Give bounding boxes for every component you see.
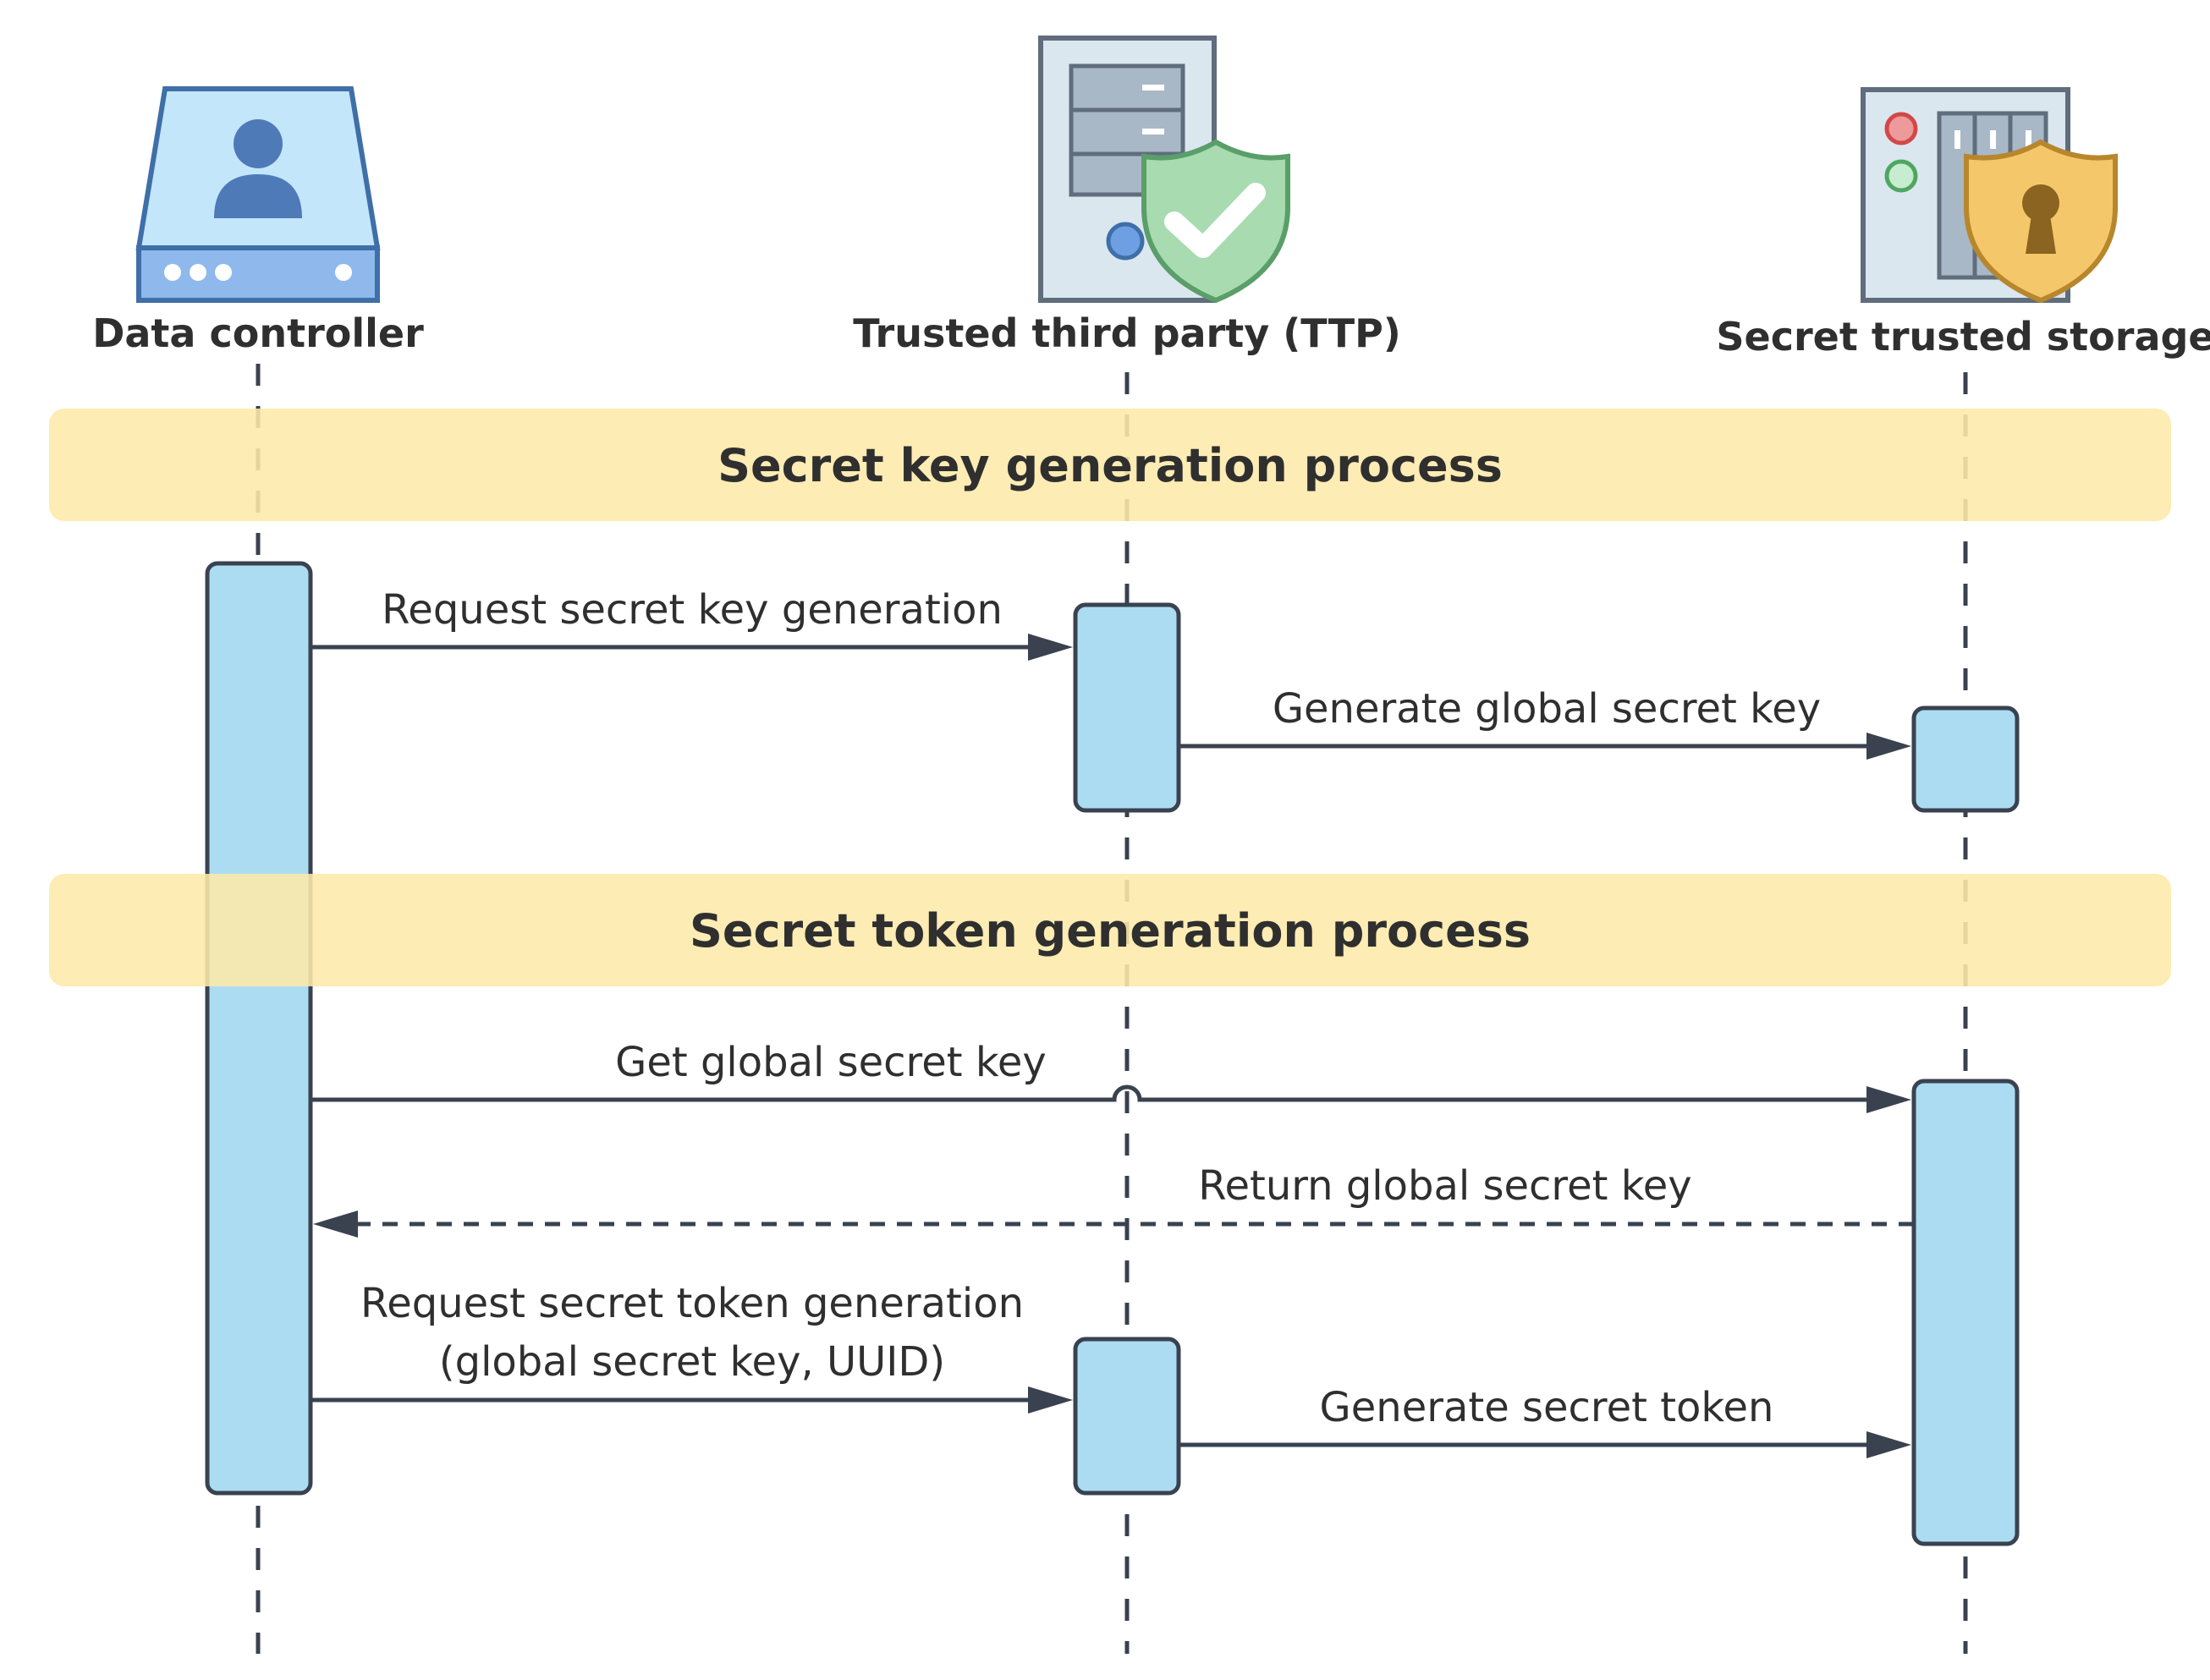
message-generate-secret-token: Generate secret token (1179, 1384, 1911, 1458)
message-request-secret-key: Request secret key generation (311, 586, 1073, 661)
message-get-global-secret-key: Get global secret key (311, 1039, 1911, 1113)
activation-ttp-2 (1073, 1337, 1181, 1496)
activation-storage-2 (1911, 1079, 2020, 1546)
phase-band-key-generation (49, 409, 2171, 521)
phase-label-token-generation: Secret token generation process (690, 904, 1531, 958)
actor-label-trusted-third-party: Trusted third party (TTP) (853, 310, 1401, 356)
arrow-head (1866, 1431, 1911, 1458)
message-label-line-2: (global secret key, UUID) (439, 1338, 945, 1386)
user-database-icon (135, 86, 381, 303)
arrow-head (1028, 634, 1073, 661)
message-label: Request secret key generation (382, 586, 1003, 634)
phase-band-token-generation (49, 874, 2171, 986)
phase-label-key-generation: Secret key generation process (717, 439, 1503, 492)
activation-data-controller (205, 561, 313, 1496)
message-label: Get global secret key (615, 1039, 1047, 1086)
message-label: Return global secret key (1198, 1162, 1691, 1210)
storage-lock-icon (1861, 87, 2118, 304)
message-return-global-secret-key: Return global secret key (313, 1162, 1914, 1238)
message-label: Generate secret token (1320, 1384, 1774, 1431)
arrow-head (313, 1211, 358, 1238)
message-generate-global-secret-key: Generate global secret key (1179, 685, 1911, 760)
message-request-secret-token: Request secret token generation (global … (311, 1280, 1073, 1414)
message-label-line-1: Request secret token generation (360, 1280, 1024, 1327)
arrow-head (1866, 733, 1911, 760)
server-shield-icon (1038, 36, 1290, 304)
message-arrow (311, 1084, 1872, 1102)
actor-label-data-controller: Data controller (92, 310, 424, 356)
activation-storage-1 (1911, 705, 2020, 813)
actor-label-secret-trusted-storage: Secret trusted storage (1716, 314, 2210, 360)
arrow-head (1028, 1386, 1073, 1414)
activation-ttp-1 (1073, 602, 1181, 813)
arrow-head (1866, 1086, 1911, 1113)
message-label: Generate global secret key (1273, 685, 1821, 733)
